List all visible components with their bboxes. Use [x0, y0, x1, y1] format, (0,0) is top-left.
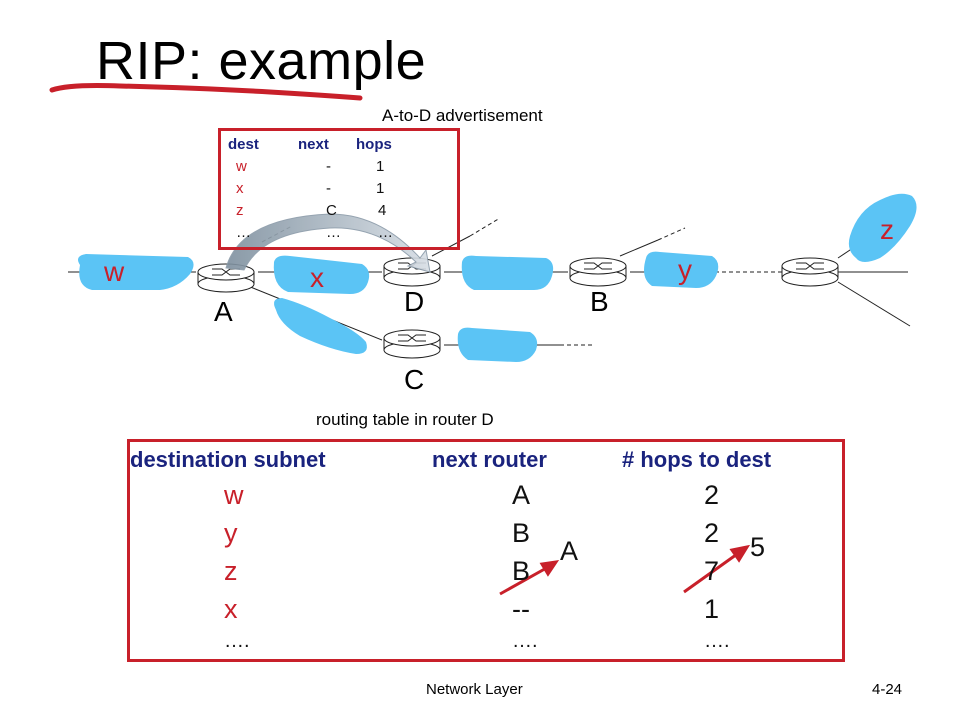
adv-row-next: C — [326, 202, 337, 219]
rt-cell-dest: z — [224, 556, 238, 586]
rt-header-destination: destination subnet — [130, 447, 326, 472]
rt-cell-dest: x — [224, 594, 238, 624]
adv-header-dest: dest — [228, 136, 259, 153]
rt-cell-next: B — [512, 556, 531, 586]
adv-row-hops: … — [378, 224, 393, 241]
subnet-label-w: w — [104, 256, 125, 287]
footer-right: 4-24 — [872, 681, 903, 698]
rt-update-hops: 5 — [750, 532, 766, 562]
router-C — [383, 329, 441, 359]
subnet-blob-C — [457, 327, 538, 362]
routing-table-box — [127, 439, 845, 662]
rt-header-next-router: next router — [432, 447, 547, 472]
rt-cell-dest: …. — [224, 630, 250, 652]
adv-row-dest: … — [236, 224, 251, 241]
subnet-blobs — [78, 193, 917, 362]
subnet-blob-x — [273, 255, 370, 294]
adv-row-next: - — [326, 158, 331, 175]
router-B — [569, 257, 627, 287]
router-label-D: D — [404, 286, 425, 317]
subnet-blob-dB — [461, 255, 554, 290]
adv-row-dest: z — [236, 202, 244, 219]
advertisement-box — [218, 128, 460, 250]
adv-row-hops: 1 — [376, 158, 385, 175]
rt-cell-hops: …. — [704, 630, 730, 652]
update-strikes — [499, 544, 751, 596]
routing-table-caption: routing table in router D — [316, 410, 494, 429]
advertisement-arrow — [225, 213, 431, 273]
footer-left: Network Layer — [426, 681, 523, 698]
adv-row-dest: x — [236, 180, 244, 197]
page-title: RIP: example — [96, 31, 427, 91]
adv-row-hops: 1 — [376, 180, 385, 197]
rt-header-hops: # hops to dest — [622, 447, 772, 472]
subnet-blob-w — [78, 254, 194, 290]
adv-header-next: next — [298, 136, 329, 153]
router-E — [781, 257, 839, 287]
advertisement-caption: A-to-D advertisement — [382, 106, 543, 125]
router-label-B: B — [590, 286, 609, 317]
adv-row-dest: w — [236, 158, 247, 175]
subnet-blob-z — [848, 193, 917, 262]
rt-cell-hops: 7 — [704, 556, 720, 586]
adv-row-next: - — [326, 180, 331, 197]
adv-header-hops: hops — [356, 136, 392, 153]
subnet-label-x: x — [310, 262, 324, 293]
router-label-A: A — [214, 296, 233, 327]
subnet-label-z: z — [880, 214, 894, 245]
rt-cell-next: B — [512, 518, 531, 548]
adv-row-next: … — [326, 224, 341, 241]
router-D — [383, 257, 441, 287]
rt-cell-next: -- — [512, 594, 530, 624]
rt-cell-dest: w — [224, 480, 244, 510]
subnet-label-y: y — [678, 254, 692, 285]
rt-update-next: A — [560, 536, 579, 566]
rt-cell-next: …. — [512, 630, 538, 652]
router-label-C: C — [404, 364, 425, 395]
adv-row-hops: 4 — [378, 202, 387, 219]
subnet-blob-y — [644, 251, 719, 288]
rt-cell-hops: 2 — [704, 518, 720, 548]
rt-cell-hops: 1 — [704, 594, 720, 624]
rt-cell-hops: 2 — [704, 480, 720, 510]
title-underline — [49, 83, 363, 101]
rt-cell-next: A — [512, 480, 531, 510]
subnet-blob-AC — [274, 298, 367, 354]
rt-cell-dest: y — [224, 518, 238, 548]
